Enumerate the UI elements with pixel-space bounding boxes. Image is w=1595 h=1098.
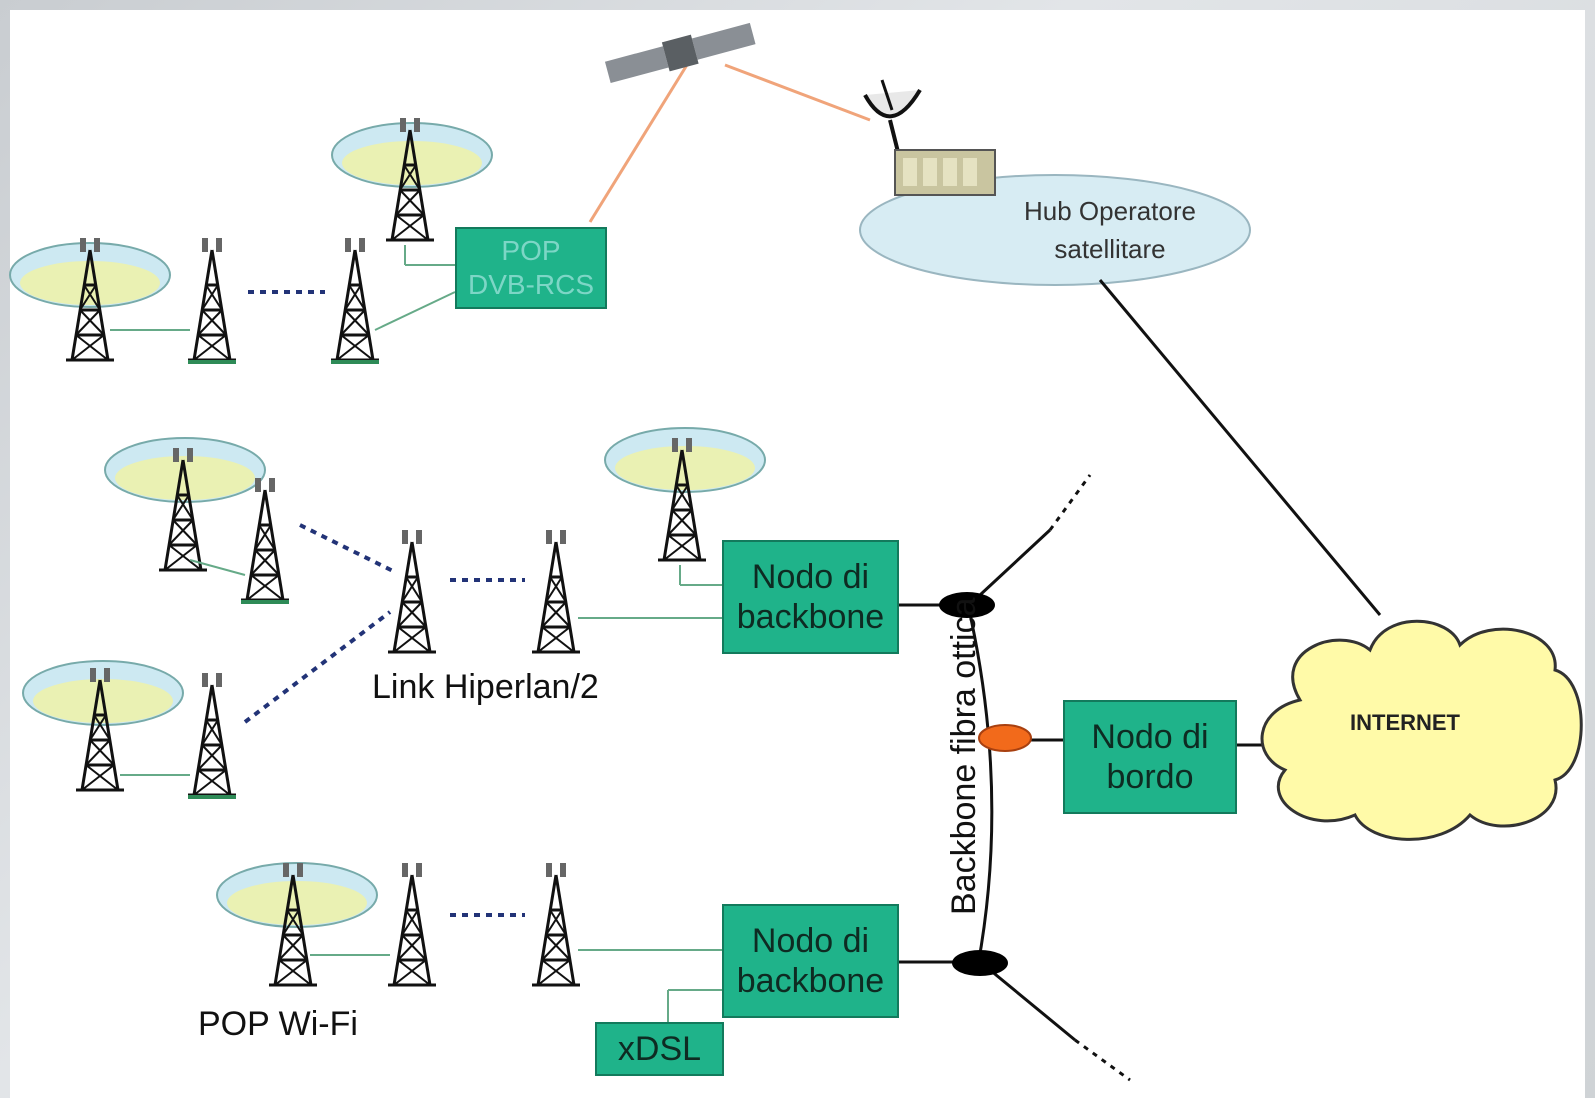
dish-antenna-icon [863, 79, 922, 161]
wired-link [189, 559, 246, 576]
pop-dvb-label-line1: POP [501, 235, 561, 266]
fiber-continuation [989, 968, 1076, 1042]
tower-icon [241, 478, 289, 602]
tower-icon [188, 673, 236, 797]
backbone-node-bottom: Nodo di backbone [722, 904, 899, 1018]
tower-icon [386, 528, 438, 654]
edge-node-line1: Nodo di [1091, 718, 1209, 756]
tower-icon [530, 861, 582, 987]
xdsl-node: xDSL [595, 1022, 724, 1076]
hub-label-line1: Hub Operatore [1024, 196, 1196, 226]
hub-operator-label: Hub Operatore satellitare [990, 192, 1230, 268]
dotted-link [299, 523, 396, 574]
link-hiperlan-label: Link Hiperlan/2 [372, 668, 599, 706]
internet-label: INTERNET [1350, 710, 1460, 735]
tower-icon [386, 861, 438, 987]
satellite-icon [604, 22, 756, 84]
hub-equipment-icon [894, 149, 996, 196]
tower-icon [188, 238, 236, 362]
hub-label-line2: satellitare [1054, 234, 1166, 264]
hub-internet-link [1098, 279, 1382, 616]
fiber-continuation [1074, 1038, 1131, 1082]
backbone-node-top-line1: Nodo di [751, 558, 870, 596]
backbone-node-top: Nodo di backbone [722, 540, 899, 654]
backbone-fiber-ring [966, 604, 994, 966]
edge-node-line2: bordo [1106, 758, 1194, 796]
dotted-link [243, 610, 392, 724]
xdsl-label: xDSL [617, 1030, 702, 1068]
satellite-downlink-hub [724, 63, 871, 122]
backbone-node-bottom-line2: backbone [736, 962, 885, 1000]
satellite-uplink-pop [588, 59, 692, 223]
pop-wifi-label: POP Wi-Fi [198, 1005, 358, 1043]
backbone-node-bottom-line1: Nodo di [751, 922, 870, 960]
edge-node: Nodo di bordo [1063, 700, 1237, 814]
backbone-fiber-label: Backbone fibra ottica [945, 597, 983, 915]
pop-dvb-label-line2: DVB-RCS [467, 269, 594, 300]
hub-ellipse [859, 174, 1251, 286]
tower-icon [331, 238, 379, 362]
backbone-node-top-line2: backbone [736, 598, 885, 636]
fiber-junction [952, 950, 1008, 976]
fiber-junction-edge [978, 724, 1032, 752]
wired-link [374, 291, 456, 331]
fiber-continuation [978, 528, 1052, 597]
pop-dvb-rcs-node: POP DVB-RCS [455, 227, 607, 309]
tower-icon [530, 528, 582, 654]
fiber-continuation [1048, 474, 1092, 531]
cloud-icon [1260, 619, 1583, 841]
fiber-junction [939, 592, 995, 618]
